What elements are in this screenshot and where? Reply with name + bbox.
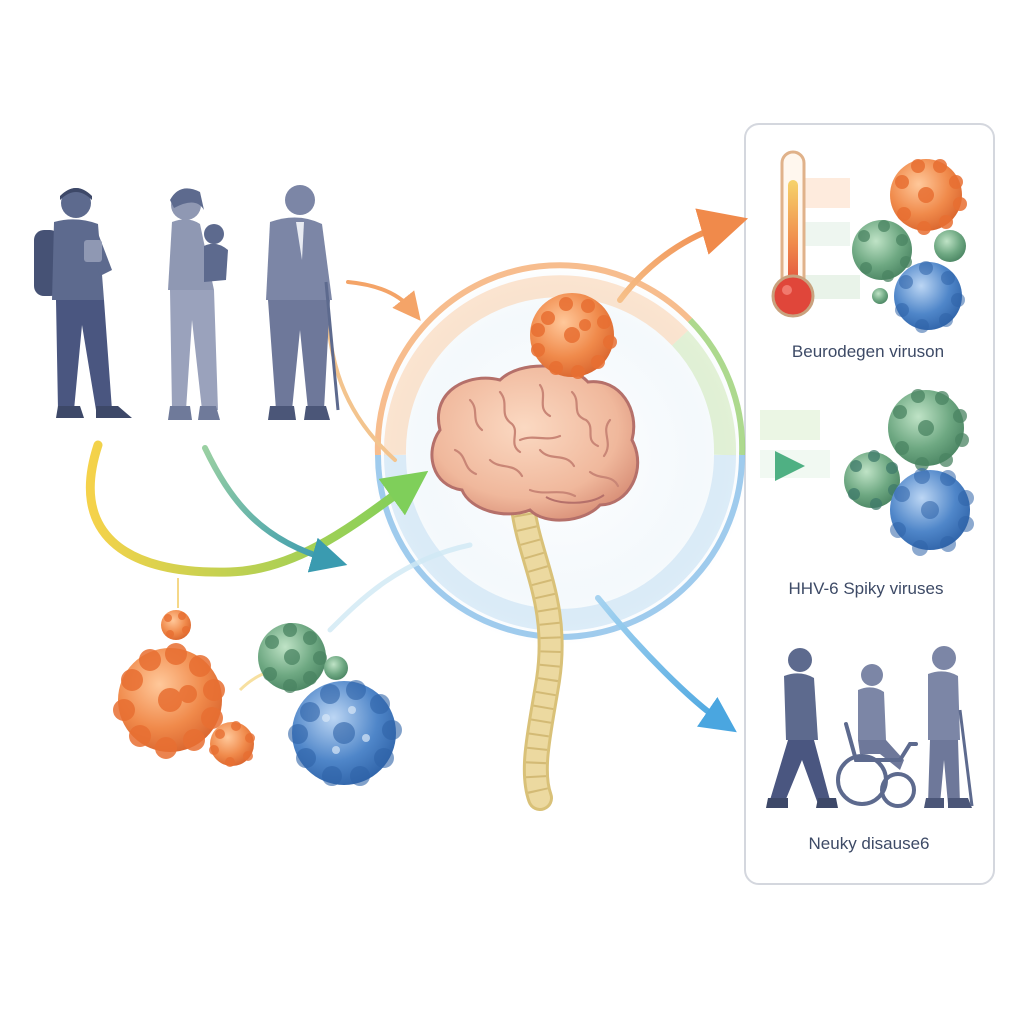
virus-cluster-hhv6-teal xyxy=(844,450,900,510)
brain-icon xyxy=(430,364,640,522)
arrow-ring-to-fever xyxy=(617,208,749,303)
virus-cluster-hhv6-green xyxy=(888,389,969,471)
thermometer-icon xyxy=(771,150,815,318)
virus-cluster-ring-orange xyxy=(530,293,617,379)
virus-cluster-blue-left xyxy=(288,680,402,786)
virus-cluster-fever-green xyxy=(852,220,966,304)
virus-cluster-fever-orange xyxy=(890,159,967,235)
elderly-man-icon xyxy=(266,185,340,420)
virus-cluster-green-left xyxy=(258,623,348,693)
arrow-elderly-to-ring xyxy=(346,280,421,321)
walking-person-icon xyxy=(766,648,838,808)
panel-label-disease: Neuky disause6 xyxy=(809,834,930,853)
arrow-ring-to-disease xyxy=(595,595,737,733)
panel-label-fever: Beurodegen viruson xyxy=(792,342,944,361)
arrow-people-to-viruses-teal xyxy=(202,445,348,573)
virus-cluster-large-orange xyxy=(113,643,225,759)
wheelchair-user-icon xyxy=(836,664,918,808)
hiker-icon xyxy=(34,188,132,418)
arrow-people-to-viruses-yellow xyxy=(85,440,429,577)
parent-with-child-icon xyxy=(168,188,228,420)
panel-label-hhv6: HHV-6 Spiky viruses xyxy=(789,579,944,598)
virus-cluster-hhv6-blue xyxy=(890,468,974,556)
spinal-cord-icon xyxy=(509,487,564,811)
person-with-cane-icon xyxy=(924,646,974,808)
virus-cluster-small-orange xyxy=(161,610,191,640)
virus-cluster-medium-orange xyxy=(209,721,255,767)
virus-cluster-fever-blue xyxy=(894,261,965,333)
